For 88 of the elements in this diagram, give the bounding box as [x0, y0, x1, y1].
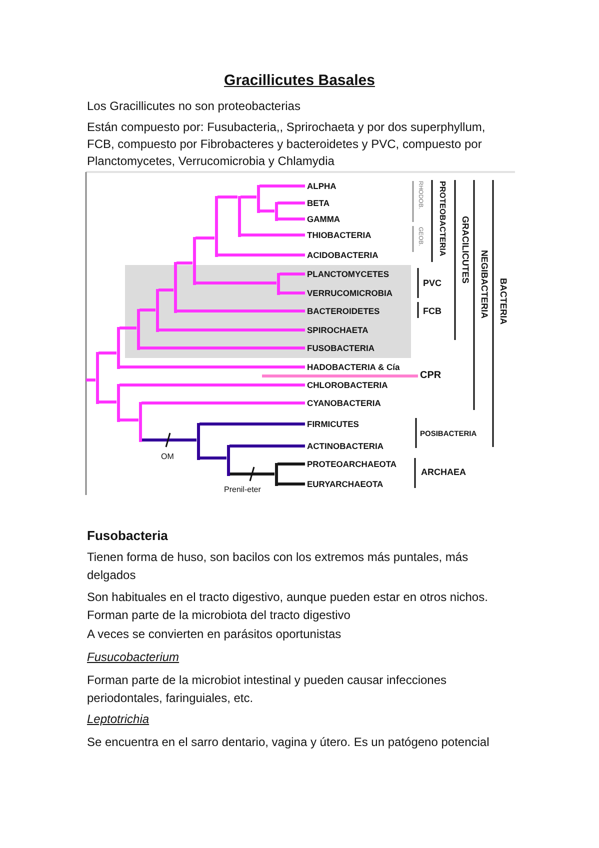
taxon-label: ACTINOBACTERIA: [307, 440, 384, 452]
tree-junction-line: [96, 352, 98, 404]
section-heading: Fusobacteria: [87, 527, 168, 545]
taxon-label: FUSOBACTERIA: [307, 342, 375, 354]
tree-branch: [196, 282, 276, 284]
title: Gracillicutes Basales: [223, 71, 376, 91]
tree-junction-line: [138, 402, 142, 442]
tree-junction-line: [116, 326, 120, 368]
tree-branch: [120, 366, 305, 368]
tree-junction-line: [136, 308, 140, 350]
tree-branch: [200, 422, 305, 426]
tree-junction-line: [116, 384, 120, 422]
tree-branch: [278, 482, 305, 486]
tree-branch: [158, 328, 305, 332]
taxon-label: CHLOROBACTERIA: [307, 379, 388, 391]
bracket-label: FCB: [423, 305, 442, 318]
tree-branch: [230, 444, 305, 448]
tree-junction-line: [156, 288, 158, 332]
paragraph: A veces se convierten en parásitos oportunistas: [87, 626, 342, 643]
tree-branch: [280, 292, 305, 294]
taxon-label: FIRMICUTES: [307, 418, 359, 430]
tree-junction-line: [256, 184, 260, 212]
branch-mark-label: OM: [161, 451, 174, 463]
bracket-label: BACTERIA: [498, 278, 510, 324]
subheading: Leptotrichia: [87, 711, 150, 728]
tree-branch: [262, 374, 418, 378]
tree-branch: [140, 346, 305, 350]
subheading: Fusucobacterium: [87, 649, 180, 666]
tree-branch: [120, 384, 305, 386]
taxon-label: PROTEOARCHAEOTA: [307, 458, 397, 470]
taxon-label: PLANCTOMYCETES: [307, 268, 390, 280]
tree-branch: [278, 202, 305, 204]
taxon-label: SPIROCHAETA: [307, 324, 368, 336]
clade-label: CPR: [420, 370, 442, 382]
tree-branch: [230, 472, 274, 476]
bracket-label: NEGIBACTERIA: [478, 250, 490, 319]
taxon-label: BETA: [307, 197, 330, 209]
tree-branch: [196, 236, 214, 240]
tree-branch: [200, 456, 226, 460]
tree-branch: [98, 400, 116, 404]
tree-branch: [240, 196, 256, 198]
taxon-label: HADOBACTERIA & Cía: [307, 361, 400, 373]
bracket-label: ARCHAEA: [421, 466, 466, 479]
tree-branch: [280, 272, 305, 276]
tree-branch: [278, 218, 305, 220]
taxon-label: CYANOBACTERIA: [307, 397, 381, 409]
bracket-label: GRACILICUTES: [460, 216, 472, 284]
tree-junction-line: [196, 422, 200, 460]
bracket-label: PVC: [423, 277, 442, 290]
tree-branch: [240, 234, 305, 236]
paragraph: Forman parte de la microbiot intestinal y pueden causar infecciones periodontales, faringuiales, etc.: [87, 672, 448, 707]
tree-junction-line: [226, 444, 230, 476]
taxon-label: EURYARCHAEOTA: [307, 478, 384, 490]
tree-branch: [120, 418, 138, 422]
branch-mark-label: Prenil-eter: [224, 484, 261, 496]
tree-branch: [176, 262, 192, 264]
tree-junction-line: [238, 196, 240, 236]
paragraph: Están compuesto por: Fusubacteria,, Sprirochaeta y por dos superphyllum, FCB, compuesto por Fibrobacteres y bacteroidetes y PVC, compuesto por Planctomycetes, Verrucomicrobia y Chlamydia: [87, 119, 486, 170]
tree-junction-line: [274, 462, 278, 486]
tree-branch: [176, 310, 305, 312]
tree-branch: [218, 254, 305, 256]
taxon-label: GAMMA: [307, 213, 340, 225]
tree-branch: [142, 438, 196, 442]
taxon-label: VERRUCOMICROBIA: [307, 287, 392, 299]
tree-branch: [260, 184, 305, 188]
paragraph: Tienen forma de huso, son bacilos con los extremos más puntales, más delgados: [87, 549, 470, 584]
tree-junction-line: [174, 262, 176, 312]
tree-branch: [260, 210, 274, 212]
taxon-label: ACIDOBACTERIA: [307, 249, 378, 261]
tree-junction-line: [276, 272, 280, 294]
tree-branch: [218, 196, 238, 198]
tree-branch: [120, 326, 136, 330]
tree-junction-line: [214, 196, 218, 256]
tree-branch: [98, 352, 116, 354]
tree-junction-line: [192, 236, 196, 284]
taxon-label: BACTEROIDETES: [307, 305, 380, 317]
taxon-label: ALPHA: [307, 180, 336, 192]
tree-branch: [86, 378, 96, 382]
tree-branch: [142, 402, 305, 404]
tree-branch: [140, 308, 156, 312]
tree-branch: [278, 462, 305, 466]
paragraph: Los Gracillicutes no son proteobacterias: [87, 98, 300, 115]
tree-branch: [158, 288, 174, 292]
bracket-label: PROTEOBACTERIA: [437, 181, 448, 256]
paragraph: Se encuentra en el sarro dentario, vagina y útero. Es un patógeno potencial: [87, 734, 490, 751]
tree-junction-line: [274, 202, 278, 220]
taxon-label: THIOBACTERIA: [307, 229, 372, 241]
paragraph: Son habituales en el tracto digestivo, aunque pueden estar en otros nichos. Forman parte de la microbiota del tracto digestivo: [87, 589, 489, 624]
